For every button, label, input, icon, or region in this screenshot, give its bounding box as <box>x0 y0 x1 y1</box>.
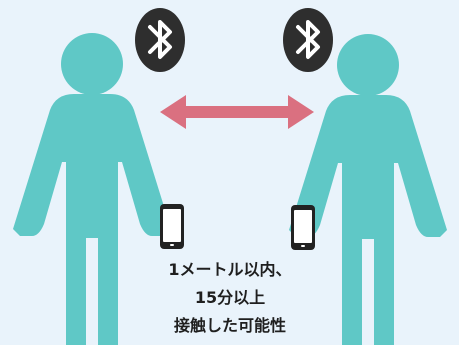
caption-line-2: 15分以上 <box>194 288 266 307</box>
left-bluetooth-icon <box>135 8 185 72</box>
right-bluetooth-icon <box>283 8 333 72</box>
right-person-icon <box>289 34 447 345</box>
left-person-icon <box>13 33 171 345</box>
left-smartphone-icon <box>160 204 184 249</box>
double-arrow-icon <box>160 95 314 129</box>
caption-line-3: 接触した可能性 <box>173 316 286 335</box>
right-smartphone-icon <box>291 205 315 250</box>
caption-line-1: 1メートル以内、 <box>168 260 292 279</box>
